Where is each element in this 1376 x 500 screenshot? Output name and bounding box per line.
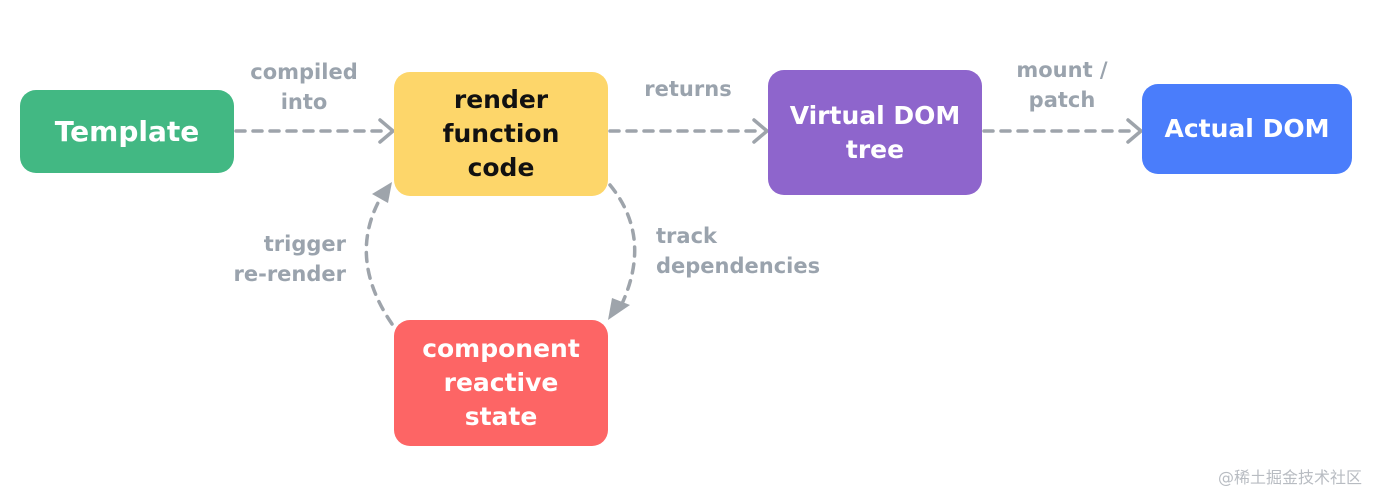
edge-track-dependencies xyxy=(608,183,637,314)
label-trigger-rerender: trigger re-render xyxy=(233,232,347,286)
arrowhead-returns xyxy=(752,118,769,144)
label-returns: returns xyxy=(644,77,732,101)
watermark-text: @稀土掘金技术社区 xyxy=(1217,468,1362,487)
render-function-node: render function code xyxy=(394,72,608,196)
actual-dom-node: Actual DOM xyxy=(1142,84,1352,174)
label-compiled-into: compiled into xyxy=(250,60,358,114)
arrowhead-trigger-rerender xyxy=(372,182,392,203)
label-track-dependencies: track dependencies xyxy=(656,224,821,278)
arrowhead-track-dependencies xyxy=(608,298,630,320)
label-mount-patch: mount / patch xyxy=(1016,58,1108,112)
template-node: Template xyxy=(20,90,234,173)
component-state-node: component reactive state xyxy=(394,320,608,446)
arrowhead-mount-patch xyxy=(1126,118,1143,144)
arrowhead-compiled-into xyxy=(378,118,395,144)
virtual-dom-node: Virtual DOM tree xyxy=(768,70,982,195)
edge-trigger-rerender xyxy=(364,190,394,326)
